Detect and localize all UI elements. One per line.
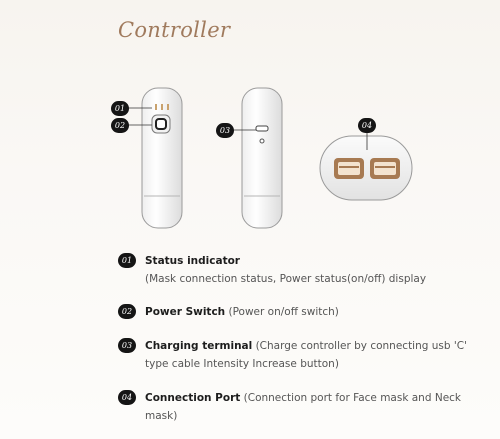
connection-port-icon: [374, 162, 396, 175]
power-button-icon: [155, 118, 167, 130]
controller-bottom-view: [319, 135, 413, 201]
controller-side-view: [241, 87, 283, 229]
status-led-icon: [167, 104, 169, 110]
usb-c-port-icon: [255, 125, 269, 132]
connection-port-icon: [338, 162, 360, 175]
page-title: Controller: [118, 18, 231, 42]
controller-front-view: [141, 87, 183, 229]
feature-number-badge: 01: [118, 253, 136, 268]
feature-description: (Charge controller by connecting usb 'C'…: [145, 340, 467, 370]
figure-badge-03: 03: [216, 123, 234, 138]
figure-badge-02: 02: [111, 118, 129, 133]
status-led-icon: [155, 104, 157, 110]
feature-number-badge: 03: [118, 338, 136, 353]
feature-description: (Power on/off switch): [225, 306, 339, 318]
figure-badge-04: 04: [358, 118, 376, 133]
feature-name: Charging terminal: [145, 340, 253, 352]
status-led-icon: [161, 104, 163, 110]
feature-name: Power Switch: [145, 306, 226, 318]
feature-number-badge: 04: [118, 390, 136, 405]
feature-description: (Mask connection status, Power status(on…: [145, 273, 427, 285]
feature-name: Status indicator: [145, 255, 240, 267]
intensity-button-icon: [259, 138, 265, 144]
feature-description: (Connection port for Face mask and Neck …: [145, 392, 462, 422]
feature-name: Connection Port: [145, 392, 241, 404]
figure-badge-01: 01: [111, 101, 129, 116]
feature-number-badge: 02: [118, 304, 136, 319]
